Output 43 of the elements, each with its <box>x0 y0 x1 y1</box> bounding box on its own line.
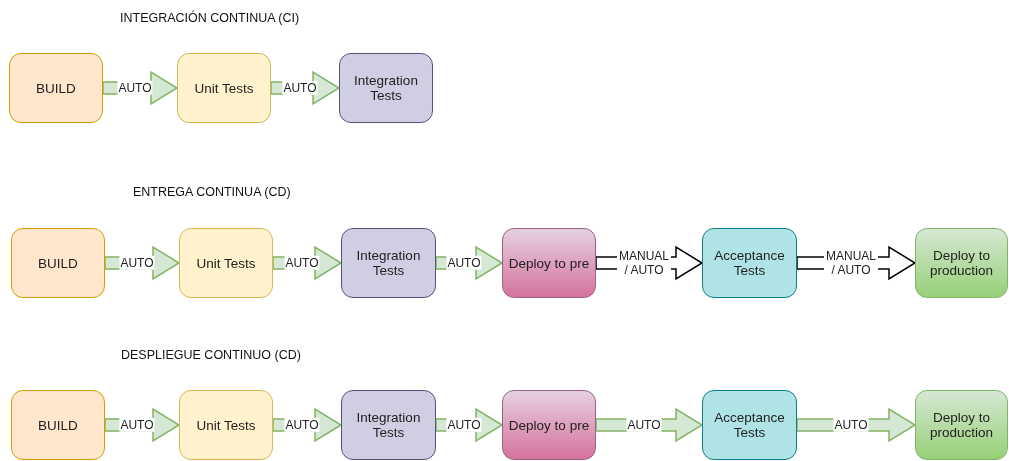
box-label: Integration Tests <box>355 410 422 440</box>
box-label: Integration Tests <box>355 248 422 278</box>
process-box <box>702 390 797 460</box>
box-label: Unit Tests <box>194 80 254 96</box>
box-label: Deploy to production <box>928 410 994 440</box>
process-box <box>502 228 596 298</box>
process-box <box>341 390 436 460</box>
edge-label: AUTO <box>284 255 320 271</box>
edge-label: AUTO <box>626 417 662 433</box>
process-box <box>11 390 105 460</box>
process-box <box>341 228 436 298</box>
edge-label: AUTO <box>833 417 869 433</box>
process-box <box>339 53 433 123</box>
box-label: Unit Tests <box>196 255 256 271</box>
section-heading: DESPLIEGUE CONTINUO (CD) <box>121 348 301 362</box>
box-label: BUILD <box>38 417 78 433</box>
process-box <box>177 53 271 123</box>
process-box <box>179 390 273 460</box>
edge-label: AUTO <box>284 417 320 433</box>
process-box <box>502 390 596 460</box>
process-box <box>9 53 103 123</box>
section-heading: ENTREGA CONTINUA (CD) <box>133 185 291 199</box>
section-heading: INTEGRACIÓN CONTINUA (CI) <box>120 11 300 25</box>
box-label: Acceptance Tests <box>713 248 786 278</box>
process-box <box>702 228 797 298</box>
box-label: Deploy to pre <box>508 417 590 433</box>
process-box <box>915 390 1008 460</box>
box-label: Deploy to pre <box>508 255 590 271</box>
box-label: BUILD <box>38 255 78 271</box>
process-box <box>179 228 273 298</box>
box-label: Acceptance Tests <box>713 410 786 440</box>
process-box <box>915 228 1008 298</box>
box-label: Unit Tests <box>196 417 256 433</box>
process-box <box>11 228 105 298</box>
edge-label: AUTO <box>119 417 155 433</box>
box-label: BUILD <box>36 80 76 96</box>
edge-label: AUTO <box>117 80 153 96</box>
edge-label: AUTO <box>446 255 482 271</box>
edge-label: AUTO <box>119 255 155 271</box>
box-label: Deploy to production <box>928 248 994 278</box>
box-label: Integration Tests <box>353 73 419 103</box>
edge-label: AUTO <box>282 80 318 96</box>
edge-label: AUTO <box>446 417 482 433</box>
